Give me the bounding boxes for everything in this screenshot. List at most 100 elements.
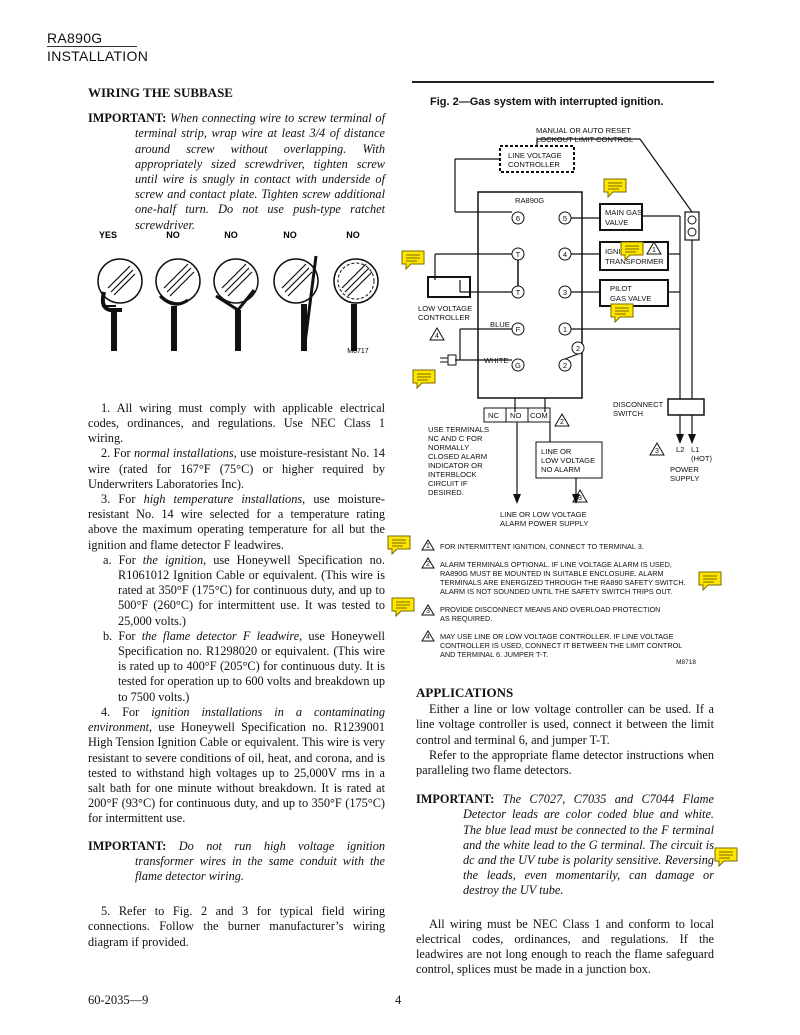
note-line: FOR INTERMITTENT IGNITION, CONNECT TO TE… [440,542,644,551]
comment-note-icon[interactable] [698,571,722,591]
note-line: AS REQUIRED. [440,614,492,623]
label-manual-reset: MANUAL OR AUTO RESET [536,126,631,135]
header-section: INSTALLATION [47,48,149,64]
comment-note-icon[interactable] [603,178,627,198]
note-line: ALARM TERMINALS OPTIONAL. IF LINE VOLTAG… [440,560,672,569]
paragraph-3a: a. For the ignition, use Honeywell Speci… [88,553,385,629]
note-number: 4 [426,634,430,641]
label-power: POWER [670,465,699,474]
comment-note-icon[interactable] [387,535,411,555]
important-label: IMPORTANT: [88,838,167,853]
label-l2: L2 [676,445,684,454]
screw-no-2 [213,258,259,351]
disconnect-switch-box [667,398,705,416]
paragraph-3b: b. For the flame detector F leadwire, us… [88,629,385,705]
label-transformer: TRANSFORMER [605,257,664,266]
figure-label-no: NO [166,230,180,240]
note-number: 3 [655,448,659,455]
note-line: AND TERMINAL 6. JUMPER T-T. [440,650,548,659]
applications-paragraph-2: Refer to the appropriate flame detector … [416,747,714,778]
note-number: 1 [426,543,430,550]
important-note-2: IMPORTANT: Do not run high voltage ignit… [88,839,385,885]
note-triangle-4 [429,327,445,341]
comment-note-icon[interactable] [391,597,415,617]
text-line: INDICATOR OR [428,461,483,470]
label-no: NO [510,411,521,420]
label-white: WHITE [484,356,508,365]
note-line: PROVIDE DISCONNECT MEANS AND OVERLOAD PR… [440,605,660,614]
label-device: RA890G [515,196,544,205]
comment-note-icon[interactable] [610,303,634,323]
comment-note-icon[interactable] [620,241,644,261]
note-number: 4 [435,333,439,340]
note-line: TERMINALS ARE ENERGIZED THROUGH THE RA89… [440,578,686,587]
label-valve: VALVE [605,218,628,227]
spacer [88,892,385,904]
note-triangle-1 [646,241,662,255]
label-hot: (HOT) [691,454,713,463]
terminal-2-upper: 2 [576,344,580,353]
text-run-italic: ignition installations in a contaminatin… [88,704,385,735]
arrow-down [688,434,696,444]
arrow-down [572,494,580,504]
paragraph-2: 2. For normal installations, use moistur… [88,446,385,492]
terminal-1: 1 [563,325,567,334]
comment-note-icon[interactable] [401,250,425,270]
label-l1: L1 [691,445,699,454]
low-voltage-controller-box [427,276,471,298]
label-nc: NC [488,411,499,420]
text-run-italic: the flame detector F leadwire [141,628,300,643]
note-number: 2 [560,419,564,426]
text-line: NO ALARM [541,465,580,474]
wires [434,138,700,494]
paragraph-1: 1. All wiring must comply with applicabl… [88,400,385,446]
text-run: , use Honeywell Specification no. R12980… [118,628,385,704]
text-run-italic: the ignition [142,552,204,567]
screw-terminal-figure: YES NO NO NO NO M8717 [97,230,379,355]
text-line: LINE OR [541,447,572,456]
comment-note-icon[interactable] [714,847,738,867]
text-run: , use moisture-resistant No. 14 wire sel… [88,492,385,552]
right-column-text: APPLICATIONS Either a line or low voltag… [416,685,714,977]
important-text: When connecting wire to screw terminal o… [135,111,385,232]
terminal-circles: 6 5 T 4 T 3 F 1 G 2 2 [511,211,585,372]
footer-document-code: 60-2035—9 [88,993,149,1007]
note-triangle-3 [572,489,588,503]
important-note-1: IMPORTANT: When connecting wire to screw… [88,111,385,233]
label-supply: SUPPLY [670,474,699,483]
arrow-down [676,434,684,444]
text-run: 4. For [101,704,152,719]
label-low-voltage: LOW VOLTAGE [418,304,472,313]
label-com: COM [530,411,548,420]
important-text: Do not run high voltage ignition transfo… [135,838,385,883]
note-line: MAY USE LINE OR LOW VOLTAGE CONTROLLER. … [440,632,674,641]
alarm-terminal-strip [483,407,551,423]
label-pilot: PILOT [610,284,632,293]
left-column: WIRING THE SUBBASE IMPORTANT: When conne… [88,85,385,950]
label-gas-valve: GAS VALVE [610,294,652,303]
main-gas-valve-box [599,203,643,231]
spacer [416,907,714,917]
text-line: INTERBLOCK [428,470,477,479]
flame-detector-icon [447,354,457,366]
text-run: a. For [103,552,143,567]
comment-note-icon[interactable] [412,369,436,389]
text-line: CLOSED ALARM [428,452,487,461]
figure-code: M8718 [676,659,696,666]
label-blue: BLUE [490,320,510,329]
spacer [88,827,385,839]
figure-2-title: Fig. 2—Gas system with interrupted ignit… [430,96,664,108]
applications-paragraph-1: Either a line or low voltage controller … [416,702,714,747]
terminal-f: F [516,325,521,334]
text-run: , use moisture-resistant No. 14 wire (ra… [88,446,385,491]
note-number: 3 [578,495,582,502]
label-line-voltage: LINE VOLTAGE [508,151,562,160]
alarm-box [535,441,603,479]
figure-code: M8717 [347,348,369,355]
paragraph-4: 4. For ignition installations in a conta… [88,705,385,827]
wiring-diagram: MANUAL OR AUTO RESET LOCKOUT LIMIT CONTR… [418,126,713,666]
terminal-t2: T [516,288,521,297]
header-model: RA890G [47,30,103,46]
important-text: The C7027, C7035 and C7044 Flame Detecto… [463,792,714,898]
label-disconnect: DISCONNECT [613,400,664,409]
